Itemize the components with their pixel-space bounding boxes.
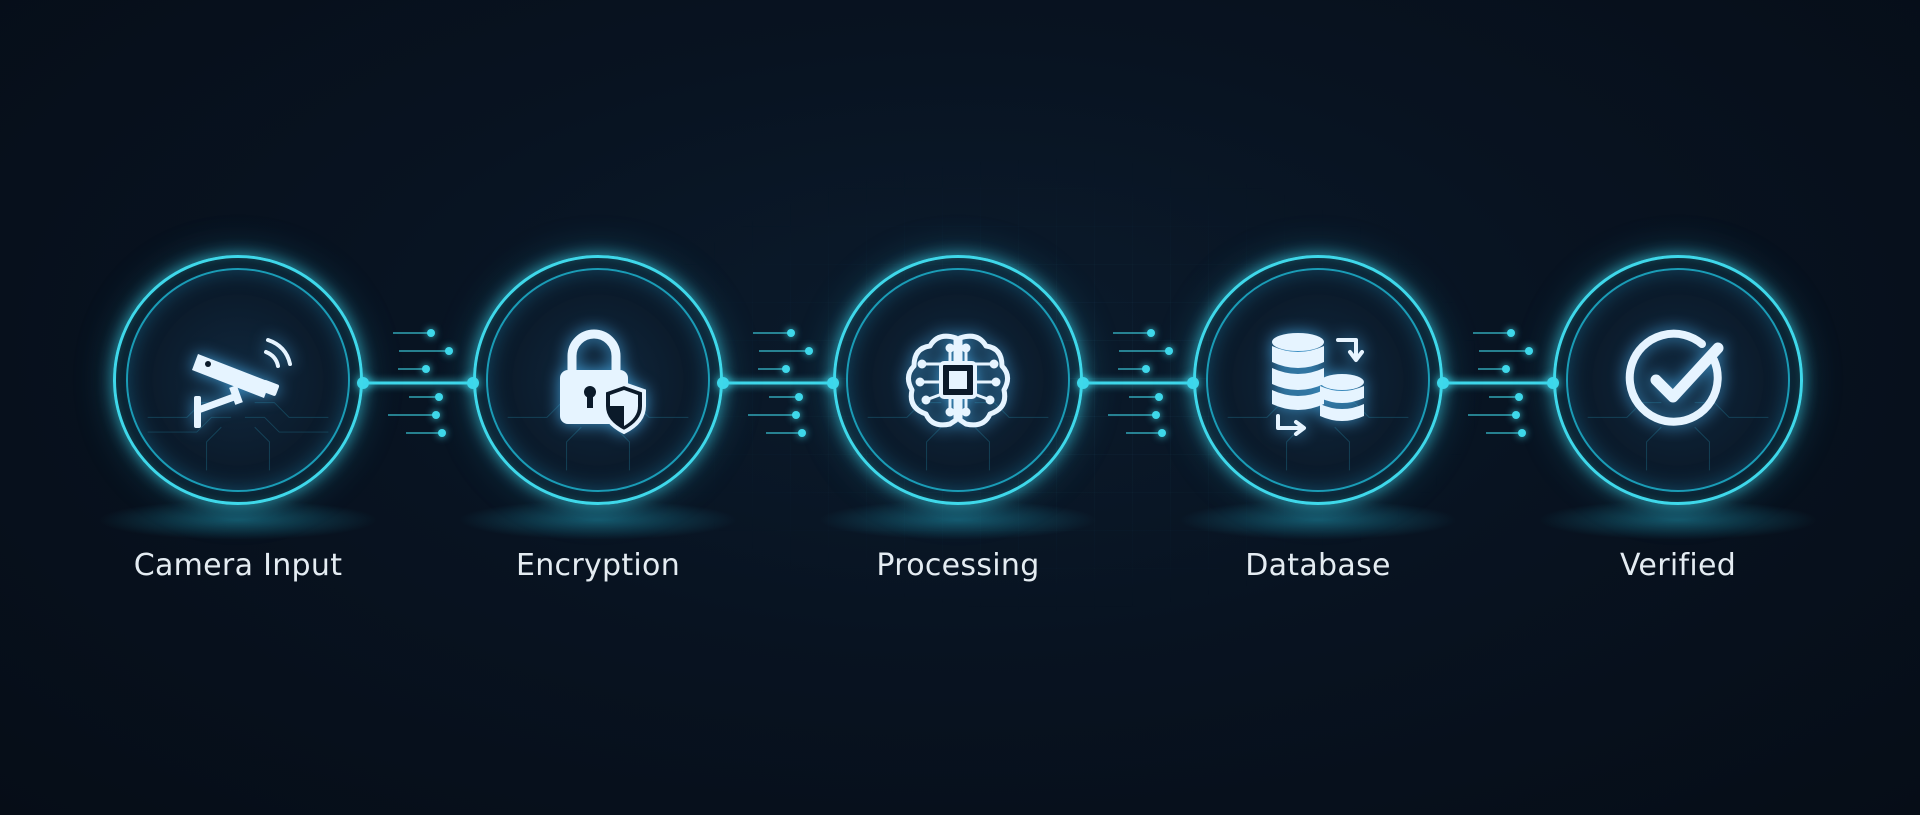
step-label-encryption: Encryption: [515, 548, 681, 583]
data-stream-dot: [798, 429, 806, 437]
node-outer-ring: [113, 255, 363, 505]
node-inner-ring: [846, 268, 1070, 492]
node-outer-ring: [833, 255, 1083, 505]
brain-chip-icon: [898, 320, 1018, 440]
data-stream-dot: [1155, 393, 1163, 401]
data-stream-dot: [787, 329, 795, 337]
node-floor-glow: [1178, 500, 1458, 540]
data-stream-dot: [1142, 365, 1150, 373]
padlock-shield-icon: [538, 320, 658, 440]
data-stream-dot: [782, 365, 790, 373]
circuit-pattern: [1587, 402, 1769, 471]
node-outer-ring: [473, 255, 723, 505]
data-stream-dot: [1518, 429, 1526, 437]
node-outer-ring: [1553, 255, 1803, 505]
data-stream-dot: [438, 429, 446, 437]
step-label-database: Database: [1245, 548, 1391, 583]
step-node-camera-input: [113, 255, 363, 505]
data-stream-dot: [805, 347, 813, 355]
step-node-verified: [1553, 255, 1803, 505]
data-stream-dot: [1152, 411, 1160, 419]
database-sync-icon: [1258, 320, 1378, 440]
node-inner-ring: [126, 268, 350, 492]
node-outer-ring: [1193, 255, 1443, 505]
data-stream-dot: [795, 393, 803, 401]
data-stream-dot: [427, 329, 435, 337]
data-stream-dot: [1147, 329, 1155, 337]
data-stream-dot: [1158, 429, 1166, 437]
step-label-camera-input: Camera Input: [133, 548, 343, 583]
step-node-database: [1193, 255, 1443, 505]
data-stream-dot: [445, 347, 453, 355]
data-stream-dot: [435, 393, 443, 401]
node-floor-glow: [98, 500, 378, 540]
data-stream-dot: [1502, 365, 1510, 373]
data-stream-dot: [1525, 347, 1533, 355]
step-label-processing: Processing: [876, 548, 1040, 583]
step-label-verified: Verified: [1619, 548, 1737, 583]
data-stream-dot: [1512, 411, 1520, 419]
check-circle-icon: [1618, 320, 1738, 440]
node-floor-glow: [818, 500, 1098, 540]
step-node-processing: [833, 255, 1083, 505]
data-stream-dot: [1507, 329, 1515, 337]
data-stream-dot: [1165, 347, 1173, 355]
security-camera-icon: [178, 320, 298, 440]
data-stream-dot: [432, 411, 440, 419]
node-inner-ring: [1566, 268, 1790, 492]
data-stream-dot: [792, 411, 800, 419]
node-inner-ring: [1206, 268, 1430, 492]
data-stream-dot: [422, 365, 430, 373]
node-inner-ring: [486, 268, 710, 492]
step-node-encryption: [473, 255, 723, 505]
node-floor-glow: [1538, 500, 1818, 540]
node-floor-glow: [458, 500, 738, 540]
data-stream-dot: [1515, 393, 1523, 401]
